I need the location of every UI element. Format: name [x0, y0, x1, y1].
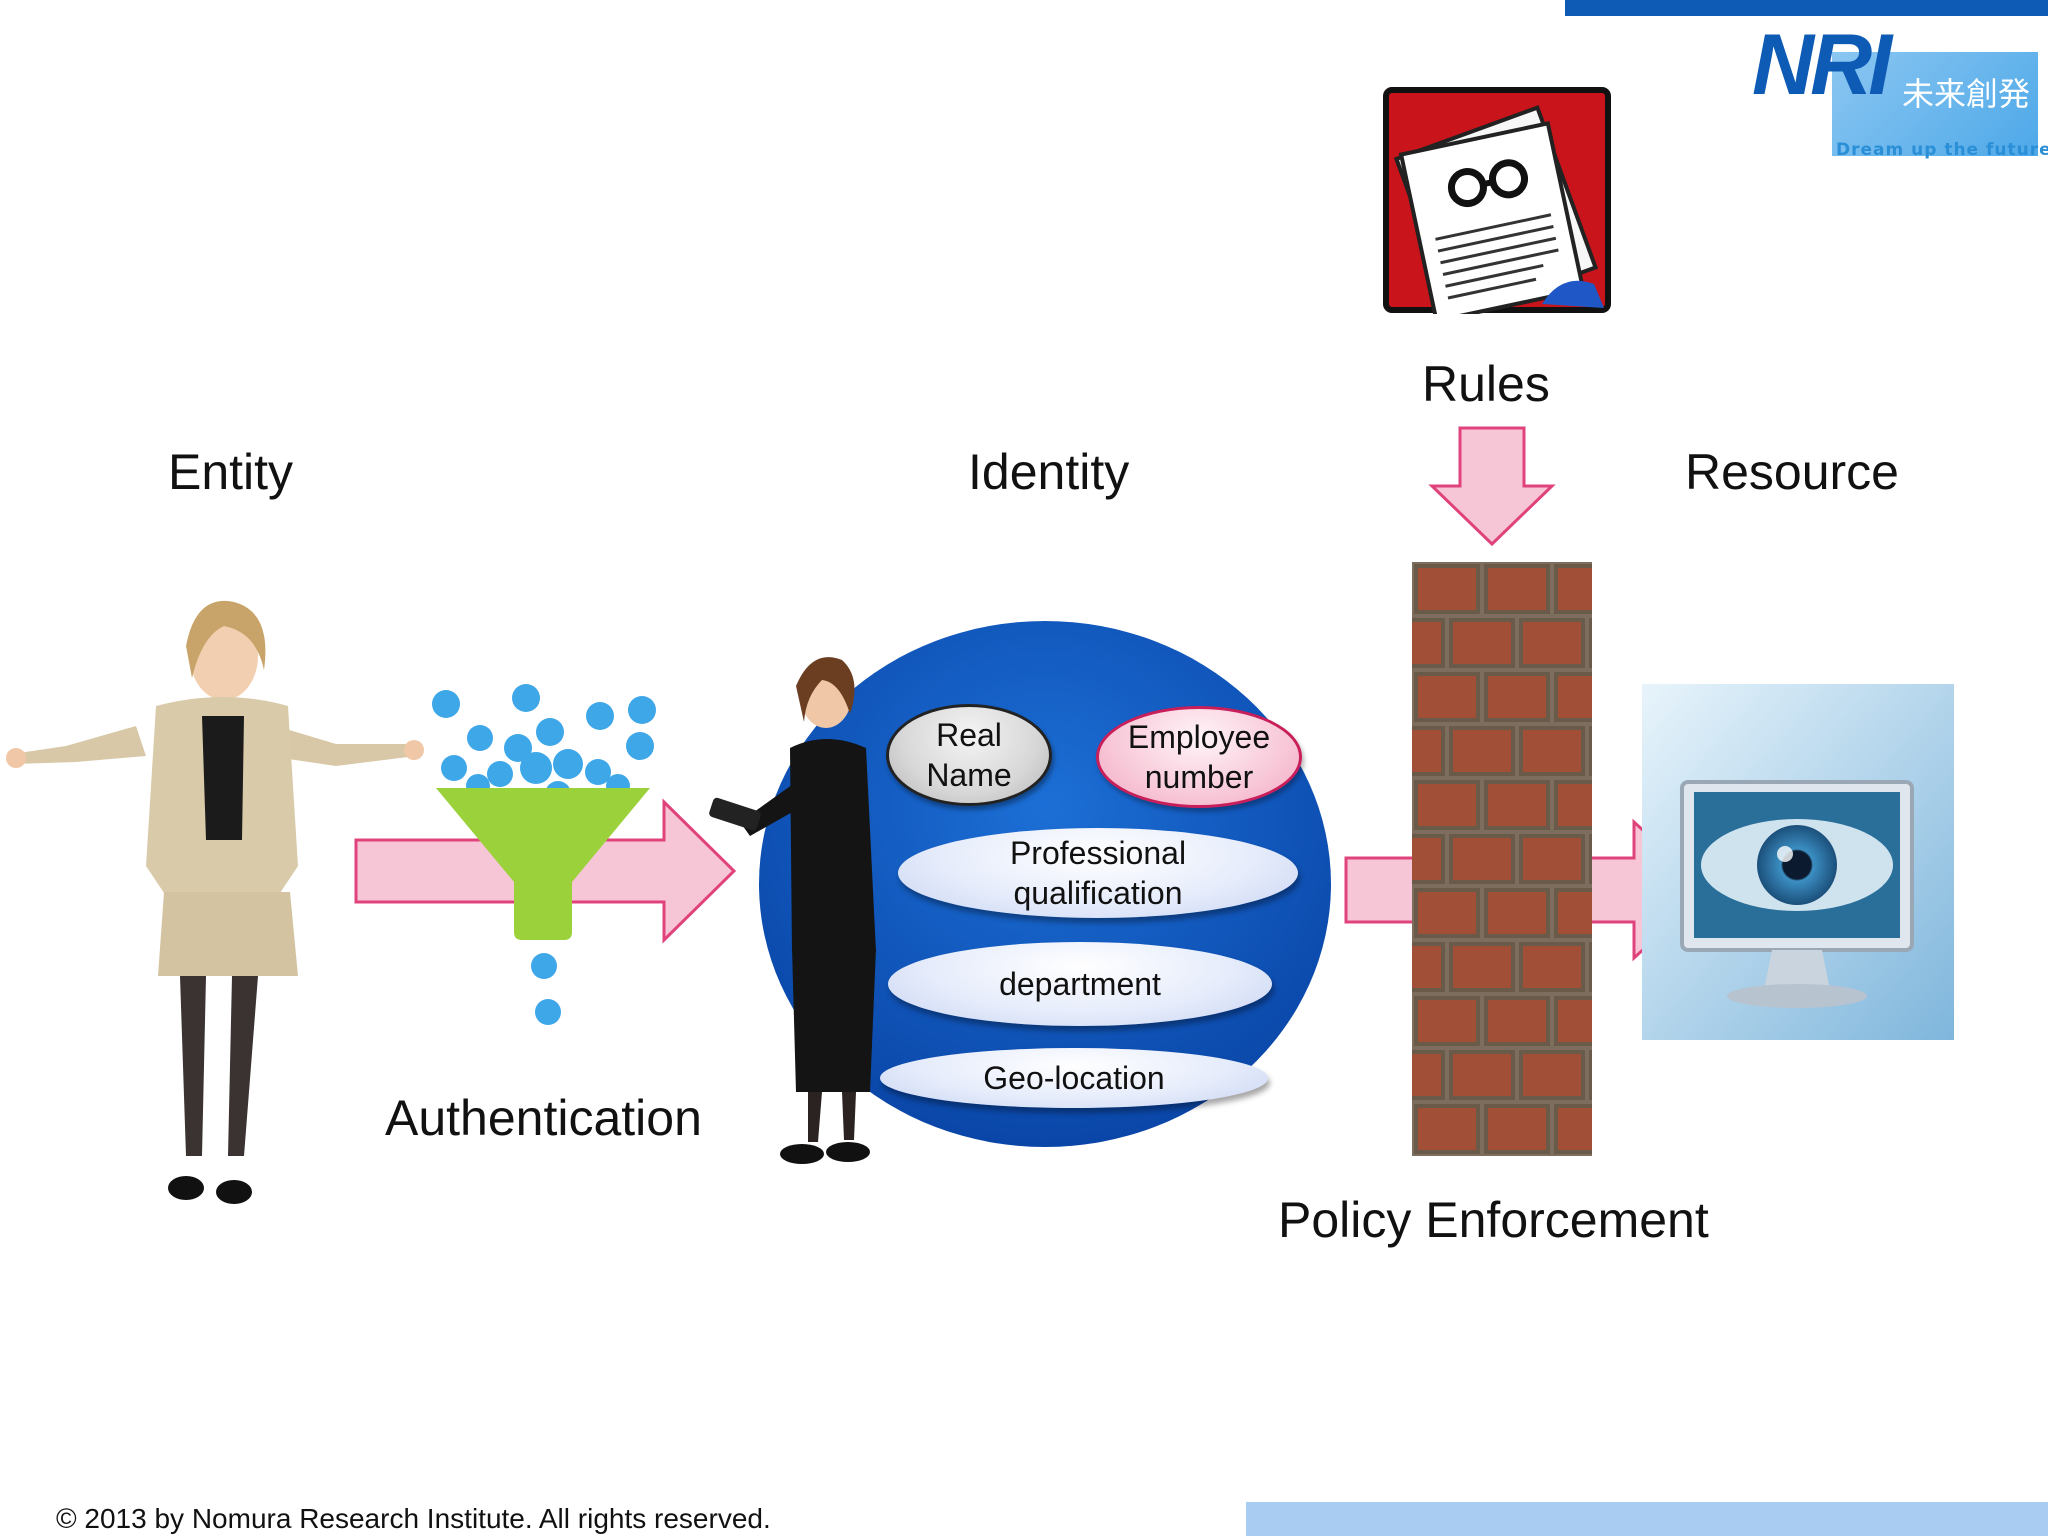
attribute-department-text: department [999, 966, 1161, 1002]
brick [1519, 726, 1585, 776]
brick [1554, 1104, 1592, 1154]
brick-wall-policy-icon [1412, 562, 1592, 1156]
logo-japanese-text: 未来創発 [1902, 75, 2031, 113]
brick [1554, 564, 1592, 614]
logo-box [1832, 52, 2038, 156]
logo-word: NRI [1752, 17, 1892, 113]
identity-person-figure [709, 657, 876, 1164]
brick [1449, 618, 1515, 668]
brick [1414, 564, 1480, 614]
brick [1554, 672, 1592, 722]
brick [1449, 726, 1515, 776]
brick [1519, 834, 1585, 884]
brick [1589, 942, 1592, 992]
brick [1519, 618, 1585, 668]
brick [1554, 996, 1592, 1046]
nri-logo: NRI 未来創発 Dream up the future. [1752, 17, 2048, 172]
label-authentication: Authentication [385, 1090, 702, 1146]
top-brand-bar [1565, 0, 2048, 16]
resource-monitor-eye-icon [1642, 684, 1954, 1040]
brick [1554, 888, 1592, 938]
entity-person-figure [6, 600, 424, 1204]
attribute-geo-location: Geo-location [880, 1048, 1268, 1108]
brick [1412, 1050, 1445, 1100]
brick [1449, 1050, 1515, 1100]
brick [1412, 942, 1445, 992]
brick [1484, 672, 1550, 722]
attribute-geo-location-text: Geo-location [983, 1060, 1165, 1096]
attribute-department: department [888, 942, 1272, 1026]
brick [1449, 942, 1515, 992]
brick [1519, 1050, 1585, 1100]
brick [1519, 942, 1585, 992]
label-rules: Rules [1422, 356, 1550, 412]
label-policy-enforcement: Policy Enforcement [1278, 1192, 1709, 1248]
brick [1414, 996, 1480, 1046]
brick [1412, 618, 1445, 668]
brick [1554, 780, 1592, 830]
brick [1484, 1104, 1550, 1154]
brick [1412, 834, 1445, 884]
copyright-footer: © 2013 by Nomura Research Institute. All… [56, 1503, 771, 1534]
brick [1589, 834, 1592, 884]
brick [1589, 1050, 1592, 1100]
brick [1589, 726, 1592, 776]
rules-document-icon [1383, 87, 1611, 314]
brick [1414, 1104, 1480, 1154]
label-entity: Entity [168, 444, 294, 500]
label-identity: Identity [968, 444, 1130, 500]
authentication-funnel-icon [432, 684, 656, 1025]
brick [1414, 780, 1480, 830]
label-resource: Resource [1685, 444, 1899, 500]
brick [1484, 564, 1550, 614]
brick [1484, 888, 1550, 938]
logo-tagline: Dream up the future. [1836, 140, 2048, 160]
brick [1414, 672, 1480, 722]
brick [1412, 726, 1445, 776]
bottom-accent-bar [1246, 1502, 2048, 1536]
brick [1589, 618, 1592, 668]
brick [1484, 996, 1550, 1046]
brick [1484, 780, 1550, 830]
brick [1414, 888, 1480, 938]
rules-down-arrow [1428, 426, 1556, 547]
brick [1449, 834, 1515, 884]
